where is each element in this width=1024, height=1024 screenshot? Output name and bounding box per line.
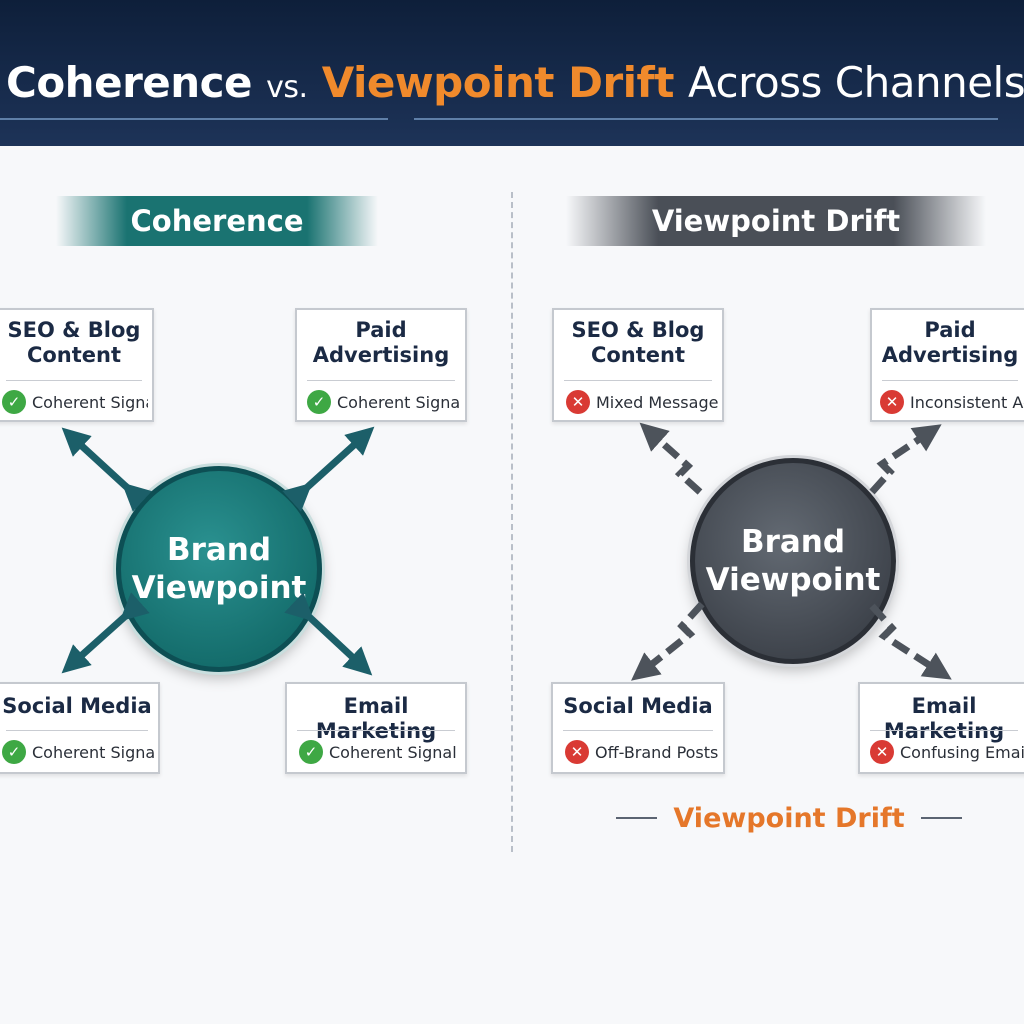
card-title: Social Media bbox=[2, 694, 152, 718]
arrow-to-social-drift bbox=[631, 601, 705, 681]
viewpoint-drift-banner: Viewpoint Drift bbox=[566, 196, 986, 246]
x-circle-icon: ✕ bbox=[880, 390, 904, 414]
card-status-text: Mixed Message bbox=[596, 392, 718, 412]
card-separator bbox=[307, 380, 455, 381]
check-circle-icon: ✓ bbox=[299, 740, 323, 764]
arrow-to-email-drift bbox=[869, 603, 952, 680]
arrow-to-paid-coherent bbox=[282, 426, 375, 512]
card-status: ✕ Off-Brand Posts bbox=[565, 740, 719, 764]
arrow-to-seo-drift bbox=[639, 422, 703, 495]
page-title: Coherence vs. Viewpoint Drift Across Cha… bbox=[6, 58, 1024, 107]
card-social-media-coherent: Social Media ✓ Coherent Signal bbox=[0, 682, 160, 774]
card-title: SEO & Blog Content bbox=[571, 318, 705, 367]
header-rule-left bbox=[0, 118, 388, 120]
card-email-marketing-coherent: Email Marketing ✓ Coherent Signal bbox=[285, 682, 467, 774]
footer-label-text: Viewpoint Drift bbox=[673, 802, 905, 834]
check-circle-icon: ✓ bbox=[2, 390, 26, 414]
card-title: SEO & Blog Content bbox=[7, 318, 141, 367]
panel-divider bbox=[511, 192, 513, 852]
card-title: Social Media bbox=[563, 694, 713, 718]
x-circle-icon: ✕ bbox=[565, 740, 589, 764]
header-bar: Coherence vs. Viewpoint Drift Across Cha… bbox=[0, 0, 1024, 146]
arrow-to-paid-drift bbox=[869, 424, 942, 495]
card-email-marketing-drift: Email Marketing ✕ Confusing Emails bbox=[858, 682, 1024, 774]
card-title: Paid Advertising bbox=[881, 318, 1019, 367]
card-status-text: Inconsistent Ads bbox=[910, 392, 1024, 412]
footer-rule-right bbox=[920, 817, 963, 819]
check-circle-icon: ✓ bbox=[2, 740, 26, 764]
card-status: ✓ Coherent Signal bbox=[2, 390, 148, 414]
coherence-banner: Coherence bbox=[56, 196, 378, 246]
arrow-to-seo-coherent bbox=[61, 427, 152, 512]
card-status-text: Coherent Signal bbox=[32, 742, 154, 762]
title-part-coherence: Coherence bbox=[6, 58, 253, 107]
card-title: Paid Advertising bbox=[312, 318, 450, 367]
card-status: ✕ Confusing Emails bbox=[870, 740, 1024, 764]
x-circle-icon: ✕ bbox=[566, 390, 590, 414]
card-status: ✕ Mixed Message bbox=[566, 390, 718, 414]
card-social-media-drift: Social Media ✕ Off-Brand Posts bbox=[551, 682, 725, 774]
card-status: ✓ Coherent Signal bbox=[307, 390, 461, 414]
card-seo-blog-coherent: SEO & Blog Content ✓ Coherent Signal bbox=[0, 308, 154, 422]
arrow-to-social-coherent bbox=[61, 592, 150, 674]
title-accent: Viewpoint Drift bbox=[321, 58, 675, 107]
check-circle-icon: ✓ bbox=[307, 390, 331, 414]
card-status-text: Confusing Emails bbox=[900, 742, 1024, 762]
arrow-to-email-coherent bbox=[284, 592, 373, 676]
x-circle-icon: ✕ bbox=[870, 740, 894, 764]
title-vs: vs. bbox=[266, 70, 308, 105]
viewpoint-drift-footer: Viewpoint Drift bbox=[616, 798, 963, 838]
title-part-channels: Across Channels. bbox=[688, 58, 1024, 107]
card-seo-blog-drift: SEO & Blog Content ✕ Mixed Message bbox=[552, 308, 724, 422]
card-paid-advertising-drift: Paid Advertising ✕ Inconsistent Ads bbox=[870, 308, 1024, 422]
card-status-text: Off-Brand Posts bbox=[595, 742, 719, 762]
card-separator bbox=[564, 380, 712, 381]
card-title: Email Marketing bbox=[883, 694, 1005, 743]
brand-viewpoint-hub-drift: Brand Viewpoint bbox=[690, 458, 896, 664]
card-separator bbox=[563, 730, 713, 731]
card-status-text: Coherent Signal bbox=[337, 392, 461, 412]
card-status: ✓ Coherent Signal bbox=[299, 740, 461, 764]
card-separator bbox=[870, 730, 1018, 731]
brand-viewpoint-hub-coherent: Brand Viewpoint bbox=[116, 466, 322, 672]
header-rule-right bbox=[414, 118, 998, 120]
card-separator bbox=[6, 730, 148, 731]
card-status: ✕ Inconsistent Ads bbox=[880, 390, 1024, 414]
card-title: Email Marketing bbox=[315, 694, 437, 743]
card-separator bbox=[6, 380, 142, 381]
footer-rule-left bbox=[616, 817, 658, 819]
card-paid-advertising-coherent: Paid Advertising ✓ Coherent Signal bbox=[295, 308, 467, 422]
card-status: ✓ Coherent Signal bbox=[2, 740, 154, 764]
card-separator bbox=[882, 380, 1018, 381]
card-separator bbox=[297, 730, 455, 731]
card-status-text: Coherent Signal bbox=[32, 392, 148, 412]
card-status-text: Coherent Signal bbox=[329, 742, 457, 762]
